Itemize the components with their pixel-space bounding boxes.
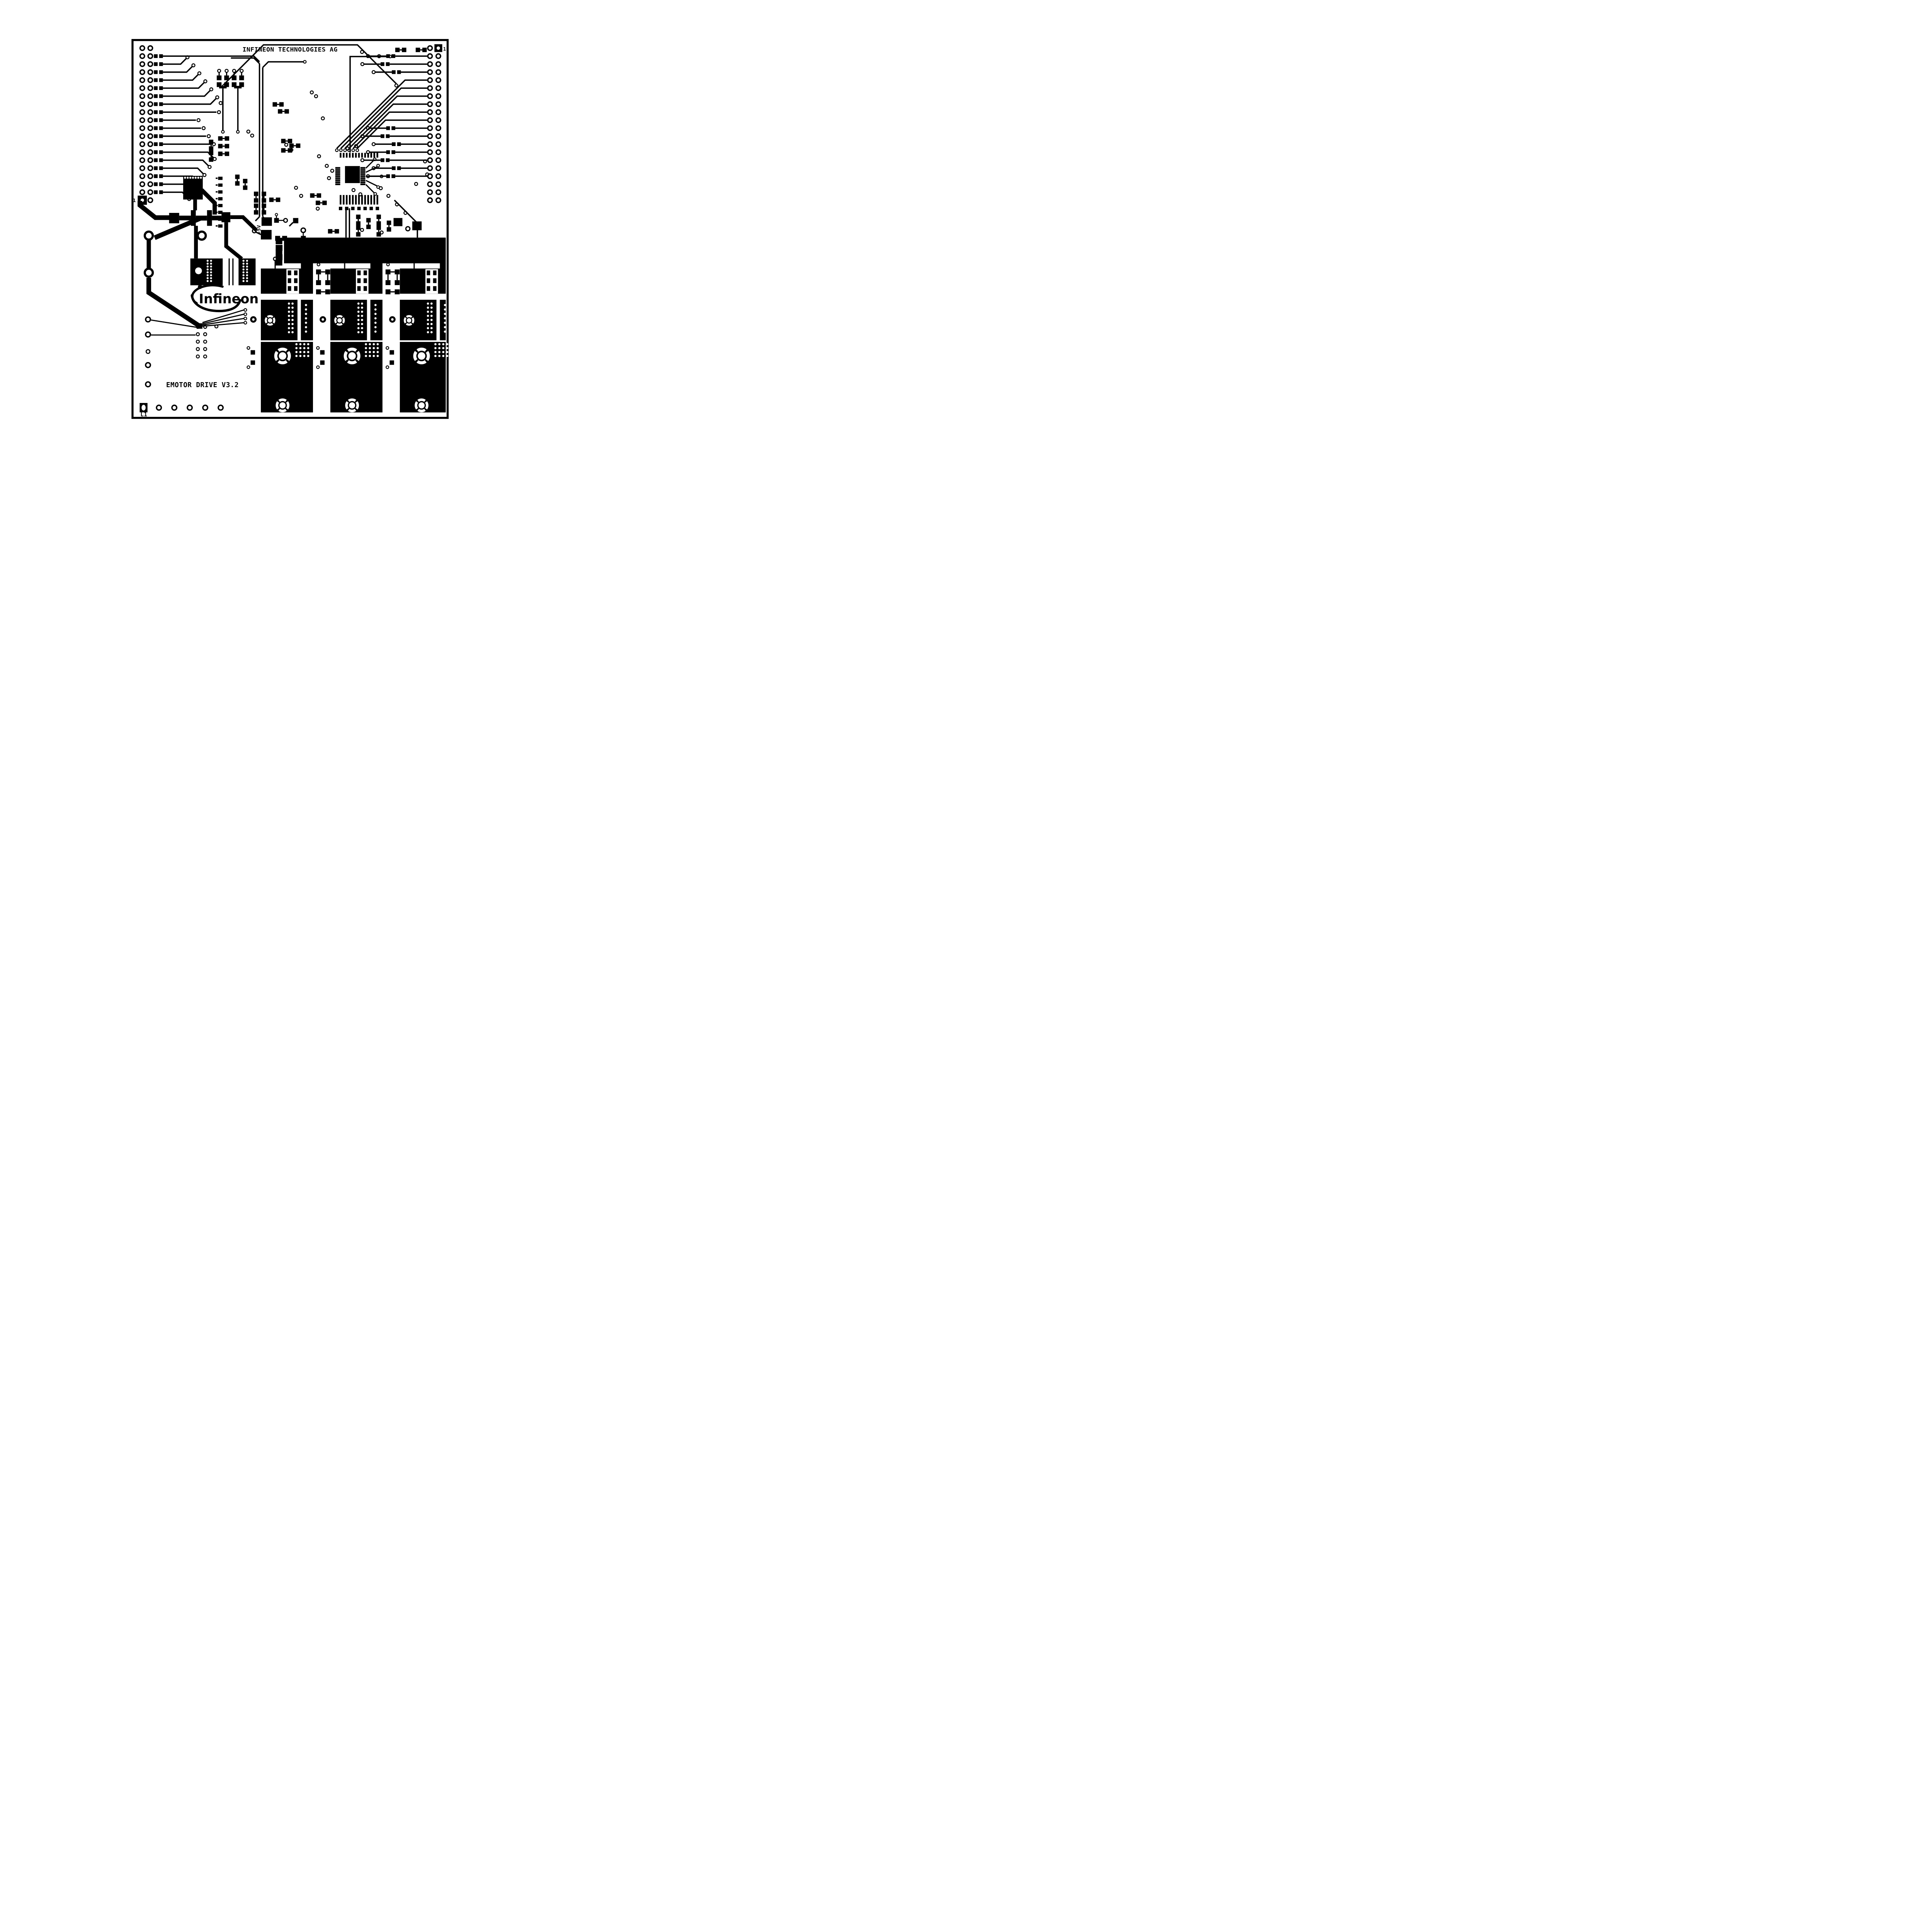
infineon-logo-swoosh-arc bbox=[190, 294, 242, 312]
smd-parts bbox=[209, 48, 429, 254]
inductor-l1-label: L1 bbox=[140, 411, 147, 418]
manufacturer-text: INFINEON TECHNOLOGIES AG bbox=[243, 46, 338, 53]
phase-cell bbox=[316, 257, 383, 413]
plus5v-label: +5V bbox=[256, 225, 262, 234]
bottom-left-area bbox=[139, 316, 224, 413]
top-cluster bbox=[216, 44, 398, 221]
infineon-logo-text: Infineon bbox=[199, 291, 259, 306]
power-bus-bar bbox=[276, 237, 446, 266]
mounting-holes bbox=[143, 230, 207, 278]
infineon-logo: Infineon bbox=[190, 284, 259, 312]
copper-artwork bbox=[138, 44, 449, 413]
pin1-right-label: 1 bbox=[443, 46, 446, 52]
left-traces bbox=[154, 54, 260, 201]
pin1-left-label: 1 bbox=[133, 198, 136, 203]
thick-power-traces bbox=[138, 201, 258, 329]
mcu bbox=[325, 54, 418, 238]
pcb-plot-page: INFINEON TECHNOLOGIES AG EMOTOR DRIVE V3… bbox=[0, 0, 598, 422]
right-traces bbox=[360, 54, 427, 179]
driver-ics bbox=[190, 258, 256, 286]
right-connector bbox=[427, 44, 442, 203]
board-title-text: EMOTOR DRIVE V3.2 bbox=[166, 381, 239, 389]
right-bundle bbox=[335, 79, 427, 152]
pcb-board-drawing: INFINEON TECHNOLOGIES AG EMOTOR DRIVE V3… bbox=[131, 39, 449, 419]
phase-cell bbox=[247, 257, 313, 413]
phase-gutter-parts bbox=[316, 262, 330, 294]
board-outline bbox=[131, 39, 449, 419]
infineon-logo-dot-icon bbox=[198, 284, 202, 289]
left-connector bbox=[138, 45, 153, 205]
phase-gutter-parts bbox=[385, 262, 400, 294]
phase-cell bbox=[385, 257, 449, 413]
